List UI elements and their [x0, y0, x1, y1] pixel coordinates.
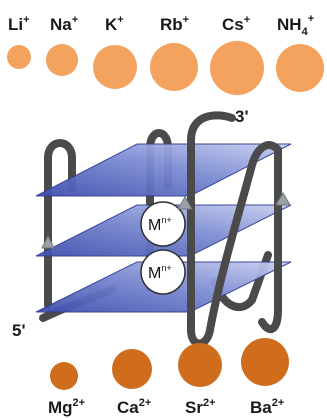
arrow-up-icon: [41, 234, 55, 249]
ion-sphere-sr: [178, 343, 222, 387]
arrow-up-icon: [275, 192, 291, 206]
ion-label-li: Li+: [8, 14, 30, 34]
backbone-left-strand: [44, 139, 76, 309]
arrow-up-icon: [177, 196, 193, 210]
ion-label-ba: Ba2+: [250, 397, 284, 417]
metal-ion-lower: [140, 249, 186, 295]
metal-ion-sites: Mn+ Mn+: [140, 201, 186, 295]
strand-end-5prime: 5': [12, 321, 26, 340]
divalent-ion-spheres: [50, 338, 289, 390]
ion-label-nh4: NH4+: [277, 13, 314, 38]
ion-label-cs: Cs+: [222, 14, 250, 34]
metal-ion-upper-label: Mn+: [148, 215, 172, 234]
ion-label-na: Na+: [50, 14, 78, 34]
backbone-right-strand: [258, 146, 282, 334]
backbone-front: [187, 111, 282, 348]
strand-end-3prime: 3': [235, 107, 249, 126]
ion-label-rb: Rb+: [160, 14, 189, 34]
strand-direction-arrows: [41, 192, 291, 249]
g-quartet-plane-top: [35, 143, 292, 197]
ion-sphere-na: [46, 44, 78, 76]
metal-ion-upper: [140, 201, 186, 247]
ion-sphere-nh4: [276, 44, 324, 92]
ion-label-mg: Mg2+: [48, 397, 85, 417]
ion-sphere-k: [93, 45, 137, 89]
ion-sphere-mg: [50, 362, 78, 390]
ion-label-ca: Ca2+: [117, 397, 151, 417]
monovalent-ion-spheres: [7, 41, 324, 95]
ion-label-sr: Sr2+: [185, 397, 216, 417]
monovalent-ion-labels: Li+ Na+ K+ Rb+ Cs+ NH4+: [8, 13, 314, 38]
ion-sphere-ca: [112, 349, 152, 389]
ion-sphere-ba: [241, 338, 289, 386]
ion-label-k: K+: [105, 14, 124, 34]
ion-sphere-cs: [210, 41, 264, 95]
metal-ion-lower-label: Mn+: [148, 263, 172, 282]
backbone-diagonal-loop: [187, 141, 282, 348]
ion-sphere-rb: [150, 43, 198, 91]
divalent-ion-labels: Mg2+ Ca2+ Sr2+ Ba2+: [48, 397, 284, 417]
ion-sphere-li: [7, 45, 31, 69]
backbone-3prime-strand: [187, 111, 236, 334]
